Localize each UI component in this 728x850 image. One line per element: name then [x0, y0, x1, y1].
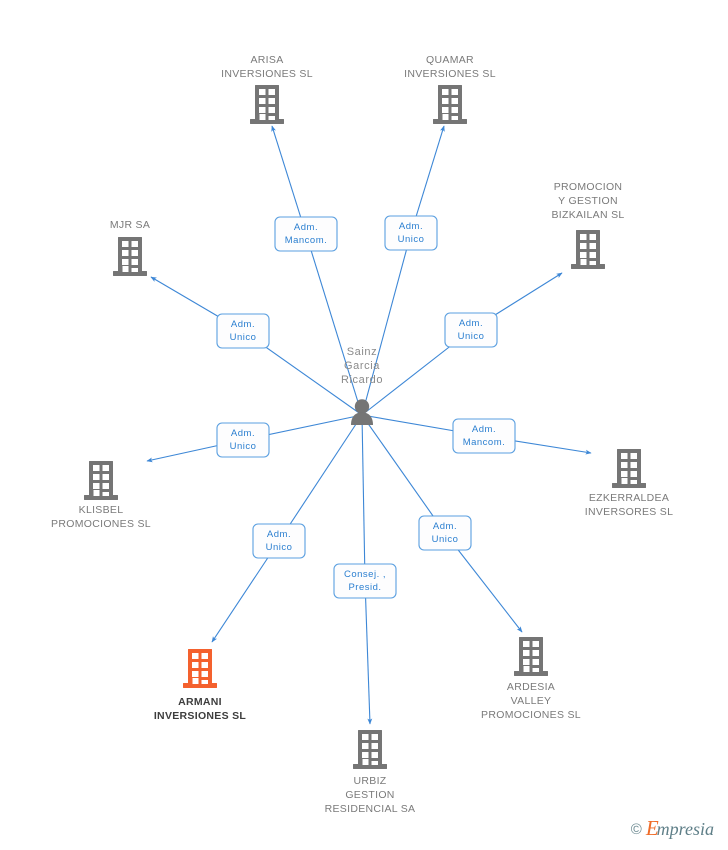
- edge-segment: [361, 414, 446, 534]
- relation-label[interactable]: Adm.Unico: [216, 313, 270, 349]
- building-icon: [612, 449, 646, 488]
- edge-segment-arrow: [364, 580, 373, 725]
- relation-label-text: Adm.Mancom.: [285, 222, 328, 246]
- relation-label[interactable]: Adm.Unico: [216, 422, 270, 458]
- edge-segment-arrow: [271, 125, 307, 235]
- relation-label[interactable]: Adm.Mancom.: [274, 216, 338, 252]
- building-icon: [514, 637, 548, 676]
- relation-label-box: [452, 418, 516, 454]
- company-node[interactable]: MJR SA: [110, 219, 150, 276]
- relation-label-box: [384, 215, 438, 251]
- building-icon: [84, 461, 118, 500]
- watermark: © Empresia: [631, 818, 714, 840]
- relation-label-text: Adm.Unico: [432, 521, 459, 545]
- edge-segment: [361, 414, 366, 582]
- relation-label-box: [216, 422, 270, 458]
- relation-label-box: [418, 515, 472, 551]
- relation-label-text: Consej. ,Presid.: [344, 569, 386, 593]
- relation-label-box: [274, 216, 338, 252]
- building-icon: [113, 237, 147, 276]
- relation-label-box: [444, 312, 498, 348]
- relation-label-text: Adm.Unico: [458, 318, 485, 342]
- building-icon: [353, 730, 387, 769]
- relation-label-box: [252, 523, 306, 559]
- relation-label-text: Adm.Unico: [230, 428, 257, 452]
- edge-segment: [278, 414, 363, 542]
- building-icon: [250, 85, 284, 124]
- person-icon: [351, 399, 373, 425]
- relation-label-text: Adm.Unico: [266, 529, 293, 553]
- building-icon: [183, 649, 217, 688]
- copyright-symbol: ©: [630, 820, 642, 838]
- brand-initial: E: [645, 816, 659, 840]
- edge-segment-arrow: [410, 125, 445, 234]
- relation-label-box: [216, 313, 270, 349]
- company-node-label: MJR SA: [110, 219, 150, 231]
- edge-segment: [305, 233, 363, 416]
- brand-name: mpresia: [656, 819, 714, 839]
- relation-label-text: Adm.Mancom.: [463, 424, 506, 448]
- relation-label-text: Adm.Unico: [398, 221, 425, 245]
- building-icon: [433, 85, 467, 124]
- relation-label-text: Adm.Unico: [230, 319, 257, 343]
- relation-label[interactable]: Adm.Mancom.: [452, 418, 516, 454]
- edge-segment: [361, 232, 412, 416]
- relation-label[interactable]: Adm.Unico: [252, 523, 306, 559]
- relation-label[interactable]: Adm.Unico: [444, 312, 498, 348]
- building-icon: [571, 230, 605, 269]
- relation-label[interactable]: Consej. ,Presid.: [333, 563, 397, 599]
- relation-label-layer: Adm.Mancom.Adm.UnicoAdm.UnicoAdm.UnicoAd…: [216, 215, 516, 599]
- relation-label[interactable]: Adm.Unico: [418, 515, 472, 551]
- relation-label[interactable]: Adm.Unico: [384, 215, 438, 251]
- relation-label-box: [333, 563, 397, 599]
